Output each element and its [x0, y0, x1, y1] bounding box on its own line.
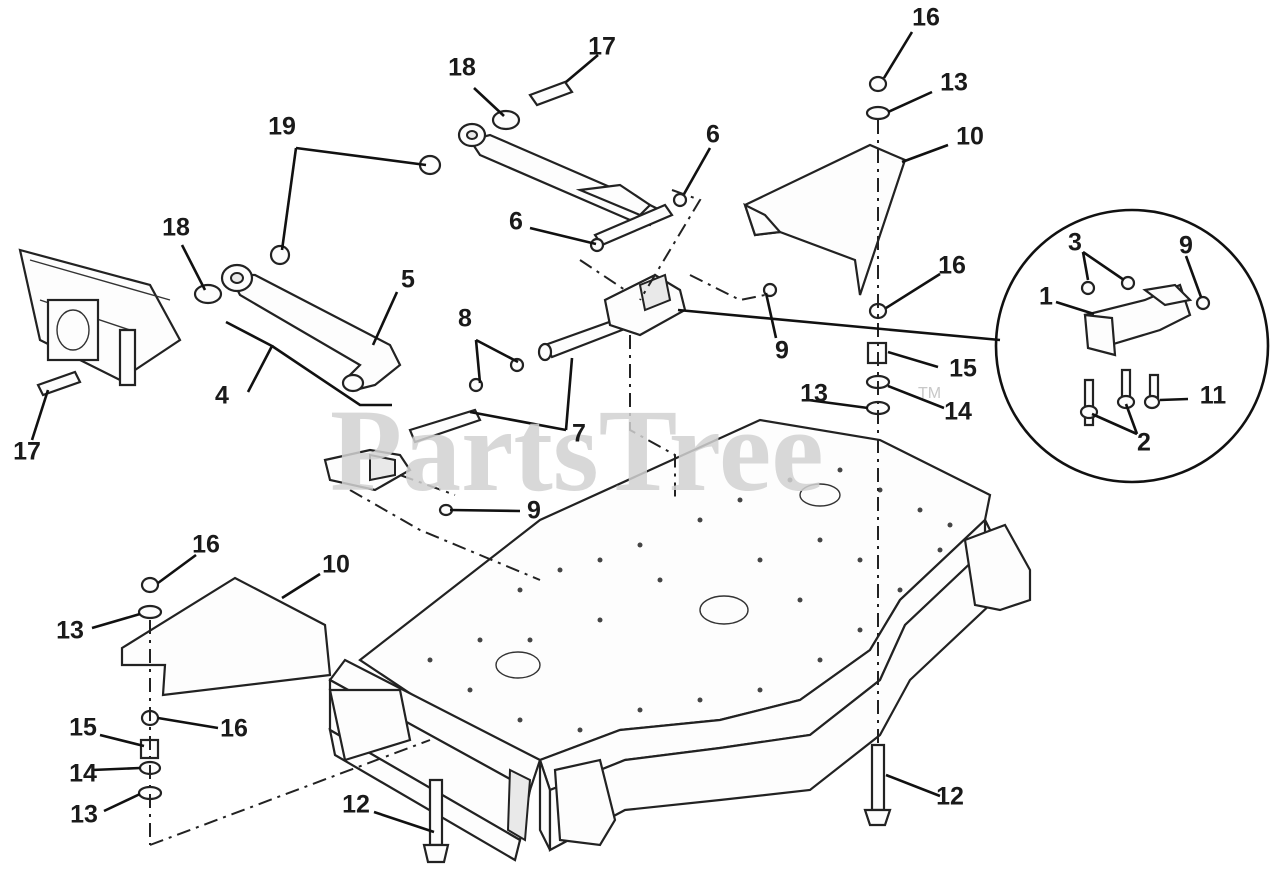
callout-10: 10 — [322, 551, 350, 579]
lift-arm-lower — [220, 263, 402, 393]
deck-holes — [427, 467, 953, 733]
callout-13: 13 — [70, 801, 98, 829]
watermark: PartsTree TM — [330, 385, 941, 516]
callout-15: 15 — [69, 714, 97, 742]
lift-rods — [408, 192, 688, 444]
callout-17: 17 — [588, 33, 616, 61]
callout-9: 9 — [527, 497, 541, 525]
watermark-tm: TM — [918, 385, 941, 402]
callout-17: 17 — [13, 438, 41, 466]
left-baffle — [120, 576, 332, 697]
right-baffle — [743, 143, 907, 296]
detail-inset — [994, 208, 1270, 484]
callout-4: 4 — [215, 382, 229, 410]
callout-11: 11 — [1200, 382, 1227, 410]
callout-7: 7 — [572, 420, 586, 448]
tractor-frame — [18, 248, 182, 387]
assembly-centerlines — [149, 120, 879, 846]
callouts: 16 13 10 17 18 19 6 6 18 5 16 3 9 1 8 9 … — [13, 4, 1226, 829]
spindle-opening — [799, 483, 841, 507]
callout-16: 16 — [912, 4, 940, 32]
callout-13: 13 — [56, 617, 84, 645]
callout-13: 13 — [940, 69, 968, 97]
callout-18: 18 — [162, 214, 190, 242]
callout-6: 6 — [706, 121, 720, 149]
callout-15: 15 — [949, 355, 977, 383]
callout-9: 9 — [775, 337, 789, 365]
leader-lines — [30, 31, 1203, 834]
center-pivot-bracket — [603, 273, 687, 337]
callout-16: 16 — [192, 531, 220, 559]
callout-2: 2 — [1137, 429, 1151, 457]
callout-3: 3 — [1068, 229, 1082, 257]
mower-deck — [328, 418, 1032, 862]
left-pivot-bracket — [323, 448, 412, 492]
callout-1: 1 — [1039, 283, 1053, 311]
lift-arm-upper — [457, 122, 662, 227]
callout-19: 19 — [268, 113, 296, 141]
callout-10: 10 — [956, 123, 984, 151]
watermark-brand: PartsTree — [330, 385, 824, 516]
callout-16: 16 — [938, 252, 966, 280]
callout-8: 8 — [458, 305, 472, 333]
hardware — [36, 80, 778, 517]
callout-14: 14 — [944, 398, 972, 426]
callout-13: 13 — [800, 380, 828, 408]
spindle-opening — [495, 651, 541, 679]
callout-12: 12 — [342, 791, 370, 819]
callout-16: 16 — [220, 715, 248, 743]
callout-18: 18 — [448, 54, 476, 82]
spindle-opening — [699, 595, 749, 625]
callout-12: 12 — [936, 783, 964, 811]
callout-9: 9 — [1179, 232, 1193, 260]
right-stack-hardware — [863, 75, 892, 827]
callout-5: 5 — [401, 266, 415, 294]
callout-14: 14 — [69, 760, 97, 788]
callout-6: 6 — [509, 208, 523, 236]
